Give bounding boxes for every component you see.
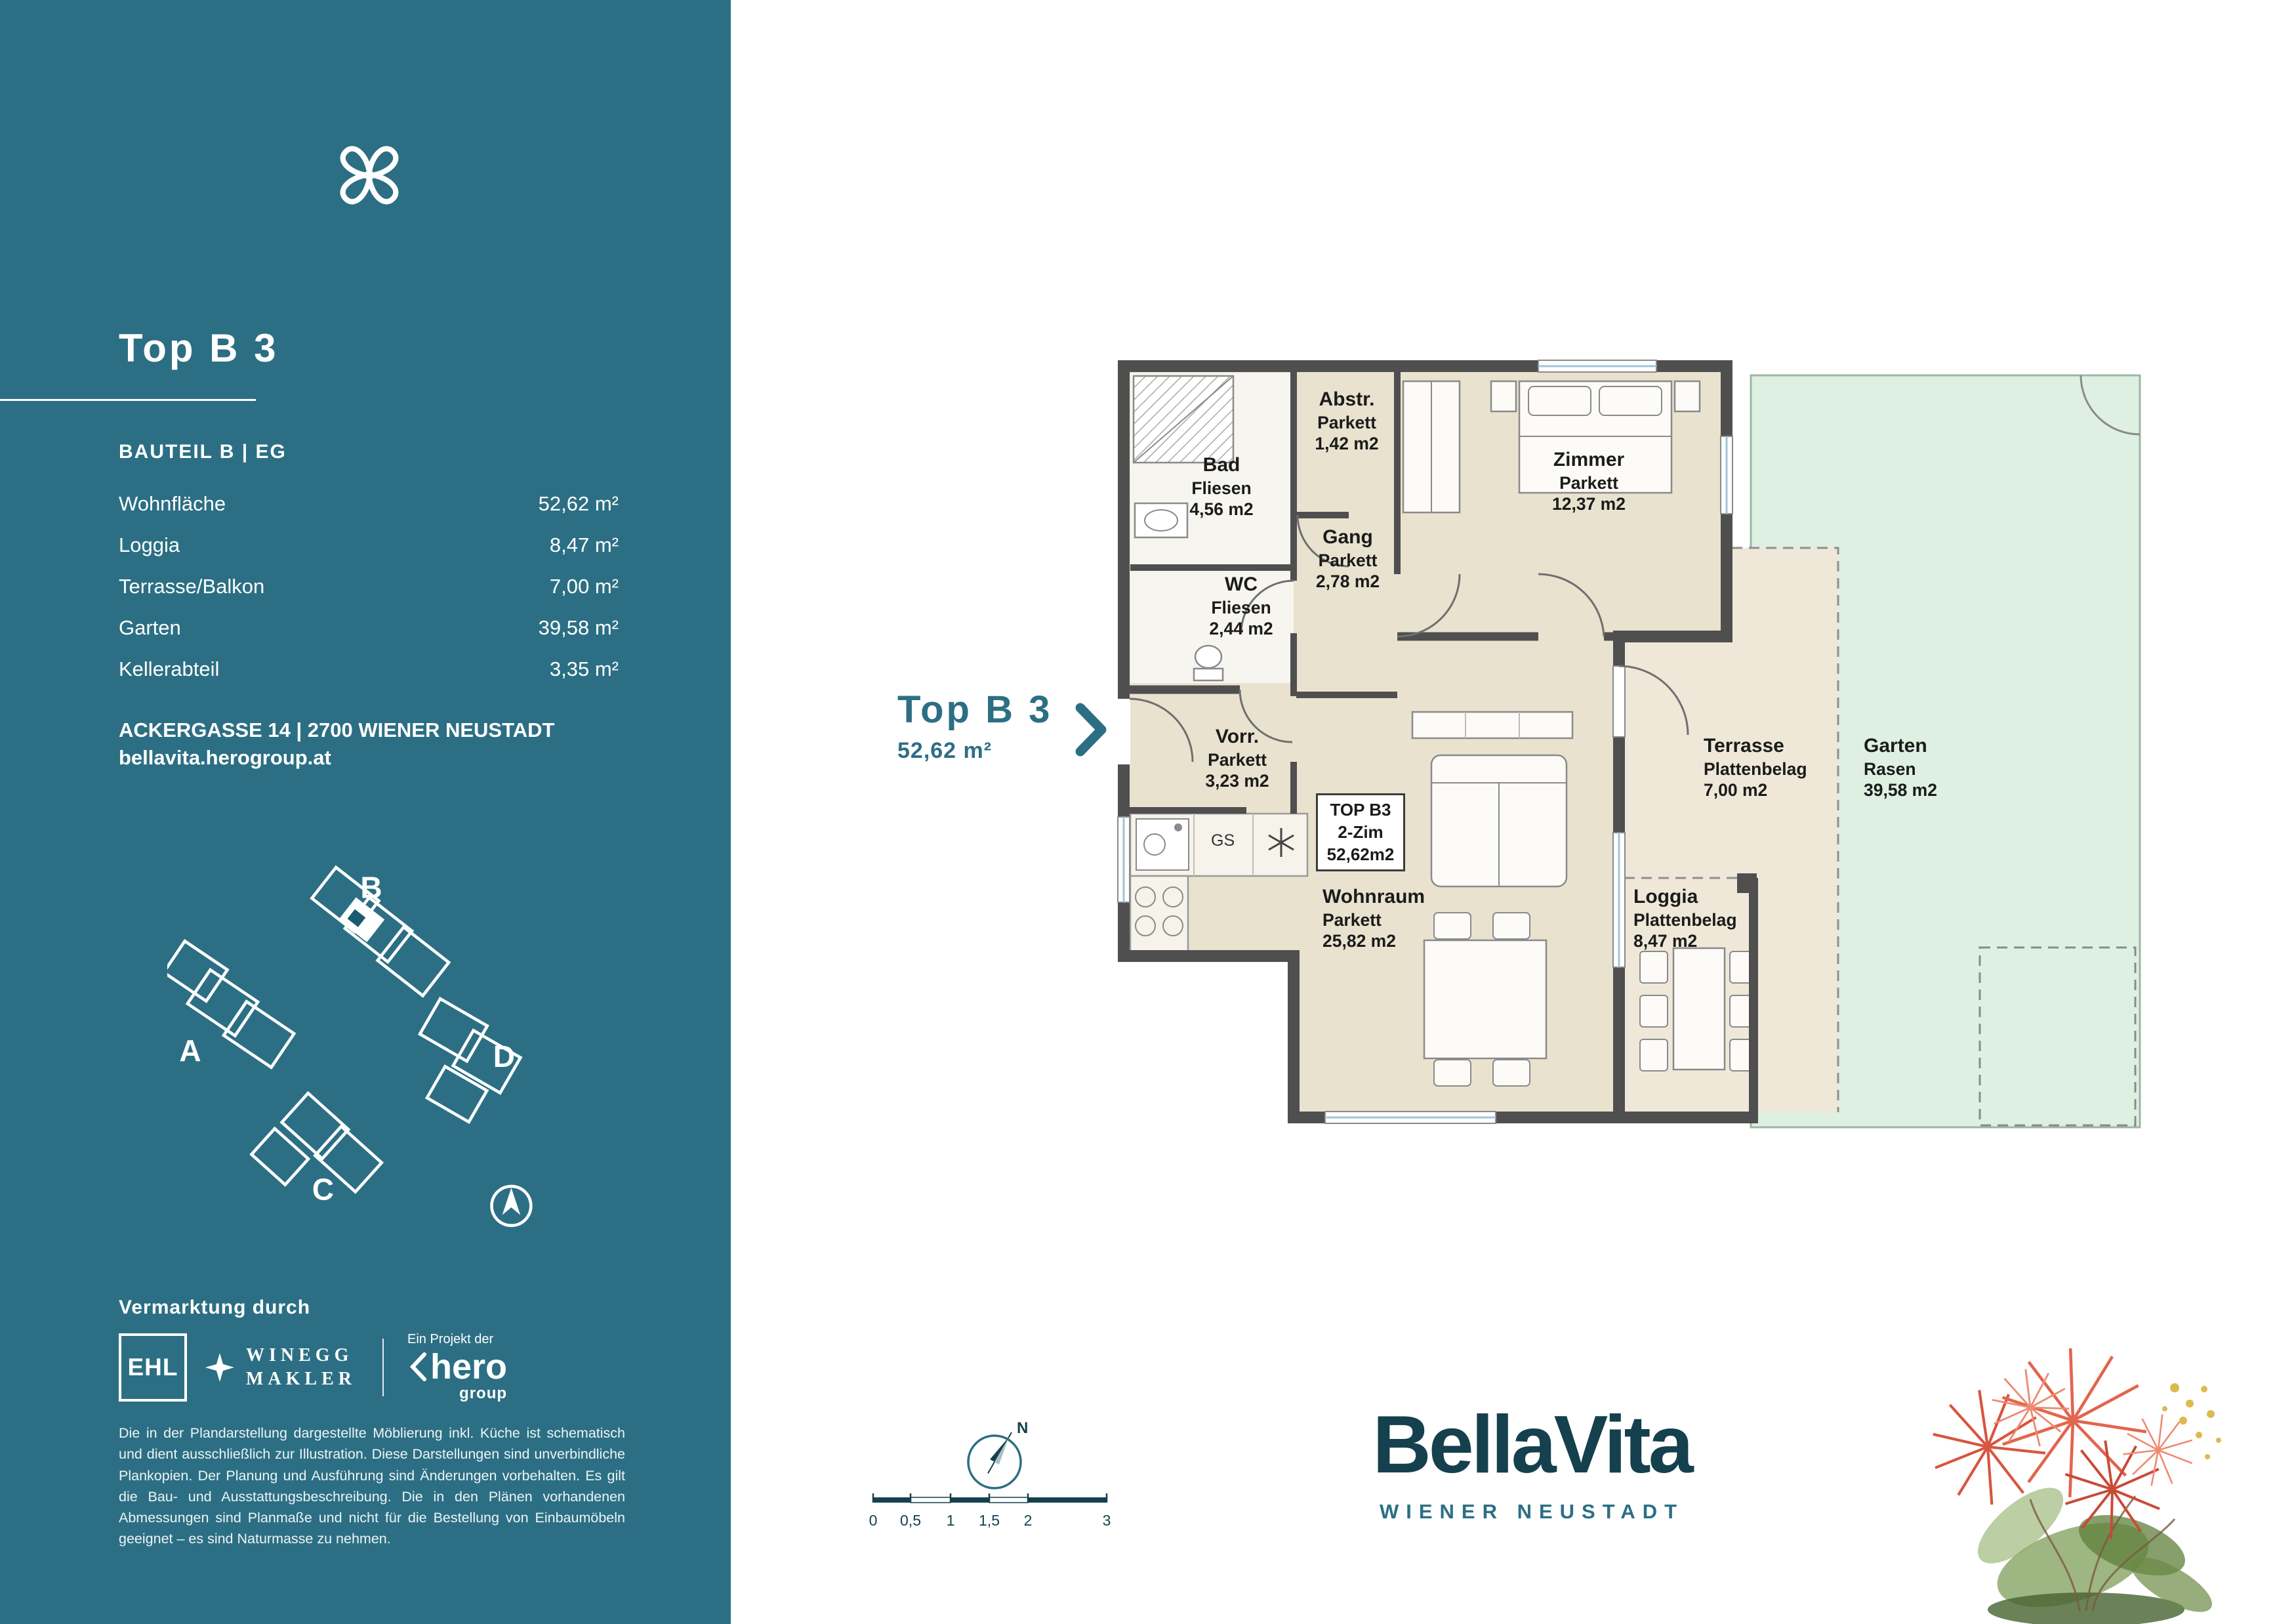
area-value: 3,35 m²	[549, 657, 619, 680]
fridge-asterisk-icon	[1268, 828, 1294, 857]
siteplan-compass-icon	[490, 1184, 533, 1227]
arrow-right-icon	[1075, 703, 1107, 757]
hero-prefix: Ein Projekt der	[407, 1332, 494, 1346]
hero-angle-icon	[409, 1352, 426, 1381]
kitchen-fixtures	[1129, 812, 1309, 961]
door-swings	[1129, 514, 1689, 762]
area-row-terrasse: Terrasse/Balkon 7,00 m²	[119, 566, 619, 607]
room-label-gang: Gang Parkett 2,78 m2	[1315, 526, 1380, 591]
bedroom-furniture	[1402, 380, 1701, 514]
winegg-star-icon	[205, 1353, 234, 1382]
area-label: Wohnfläche	[119, 491, 226, 515]
hero-sub-text: group	[459, 1385, 508, 1402]
area-label: Terrasse/Balkon	[119, 574, 265, 598]
siteplan-label-d: D	[493, 1039, 515, 1073]
room-label-wc: WC Fliesen 2,44 m2	[1209, 573, 1273, 638]
unit-subtitle: BAUTEIL B | EG	[119, 441, 287, 463]
area-label: Garten	[119, 615, 181, 639]
address-line: ACKERGASSE 14 | 2700 WIENER NEUSTADT	[119, 718, 555, 741]
bellavita-logo: BellaVita	[1372, 1400, 1694, 1490]
area-value: 39,58 m²	[538, 615, 619, 639]
wc-fixtures	[1193, 644, 1224, 682]
site-plan: A B C D	[167, 865, 533, 1227]
unit-marker	[347, 909, 366, 927]
room-label-garten: Garten Rasen 39,58 m2	[1864, 735, 1937, 800]
brand-block: BellaVita WIENER NEUSTADT	[1305, 1404, 1758, 1524]
compass-north-label: N	[1017, 1419, 1028, 1437]
scale-tick-1: 1	[946, 1512, 955, 1529]
area-row-keller: Kellerabteil 3,35 m²	[119, 648, 619, 690]
building-cluster-b	[310, 865, 451, 998]
siteplan-label-a: A	[179, 1033, 201, 1068]
scale-bar: 0 0,5 1 1,5 2 3	[869, 1488, 1118, 1537]
interior-walls	[1124, 366, 1619, 814]
building-cluster-d	[417, 996, 523, 1125]
winegg-line1: WINEGG	[246, 1344, 354, 1365]
room-label-vorraum: Vorr. Parkett 3,23 m2	[1205, 726, 1269, 791]
area-value: 7,00 m²	[549, 574, 619, 598]
scale-tick-3: 3	[1102, 1512, 1111, 1529]
siteplan-label-b: B	[360, 871, 382, 905]
callout-title: Top B 3	[897, 688, 1053, 731]
compass-needle	[990, 1436, 1009, 1462]
area-label: Loggia	[119, 533, 180, 556]
dishwasher-label: GS	[1211, 831, 1235, 850]
unit-callout: Top B 3 52,62 m²	[897, 688, 1134, 764]
north-compass: N	[967, 1419, 1028, 1489]
callout-area: 52,62 m²	[897, 738, 993, 763]
scale-tick-0: 0	[869, 1512, 878, 1529]
room-label-loggia: Loggia Plattenbelag 8,47 m2	[1633, 886, 1737, 951]
siteplan-compass-needle	[502, 1188, 521, 1215]
title-underline	[0, 399, 256, 401]
area-row-loggia: Loggia 8,47 m²	[119, 524, 619, 566]
unit-title: Top B 3	[119, 326, 279, 370]
area-row-garten: Garten 39,58 m²	[119, 607, 619, 648]
scale-tick-2: 2	[1023, 1512, 1033, 1529]
building-cluster-c	[249, 1091, 384, 1194]
winegg-logo: WINEGG MAKLER	[205, 1344, 356, 1392]
building-cluster-a	[167, 939, 297, 1070]
room-label-abstellraum: Abstr. Parkett 1,42 m2	[1315, 388, 1379, 453]
area-label: Kellerabteil	[119, 657, 220, 680]
area-row-wohnflaeche: Wohnfläche 52,62 m²	[119, 483, 619, 524]
flower-illustration	[1873, 1348, 2221, 1624]
scale-tick-05: 0,5	[900, 1512, 921, 1529]
floor-plan-drawing	[1117, 360, 2141, 1129]
room-label-zimmer: Zimmer Parkett 12,37 m2	[1552, 449, 1626, 514]
disclaimer-text: Die in der Plandarstellung dargestellte …	[119, 1425, 625, 1547]
ehl-logo: EHL	[119, 1333, 187, 1402]
sidebar: Top B 3 BAUTEIL B | EG Wohnfläche 52,62 …	[0, 0, 731, 1624]
area-table: Wohnfläche 52,62 m² Loggia 8,47 m² Terra…	[119, 483, 619, 690]
flower-dots	[2162, 1383, 2221, 1459]
windows	[1117, 360, 1733, 1124]
hero-group-logo: Ein Projekt der hero group	[407, 1332, 507, 1403]
partner-logos: EHL WINEGG MAKLER Ein Projekt der he	[119, 1331, 507, 1404]
address-block: ACKERGASSE 14 | 2700 WIENER NEUSTADT bel…	[119, 717, 554, 771]
scale-bar-graphic	[872, 1493, 1108, 1503]
room-label-wohnraum: Wohnraum Parkett 25,82 m2	[1322, 886, 1425, 951]
bathroom-fixtures	[1132, 375, 1235, 539]
bellavita-knot-logo-icon	[340, 146, 399, 205]
room-label-terrasse: Terrasse Plattenbelag 7,00 m2	[1704, 735, 1807, 800]
loggia-furniture	[1639, 947, 1758, 1072]
area-value: 52,62 m²	[538, 491, 619, 515]
brand-city: WIENER NEUSTADT	[1379, 1500, 1685, 1523]
scale-tick-15: 1,5	[979, 1512, 1000, 1529]
winegg-line2: MAKLER	[246, 1369, 356, 1389]
logo-divider	[382, 1339, 384, 1396]
living-room-furniture	[1411, 711, 1574, 1087]
room-label-bad: Bad Fliesen 4,56 m2	[1189, 454, 1254, 519]
hero-name-text: hero	[430, 1347, 508, 1386]
siteplan-label-c: C	[312, 1173, 334, 1207]
area-value: 8,47 m²	[549, 533, 619, 556]
ehl-logo-text: EHL	[127, 1354, 178, 1381]
floor-plan: Bad Fliesen 4,56 m2 Abstr. Parkett 1,42 …	[1115, 358, 2145, 1142]
unit-info-box: TOP B3 2-Zim 52,62m2	[1316, 793, 1405, 872]
website-link[interactable]: bellavita.herogroup.at	[119, 745, 331, 769]
marketing-heading: Vermarktung durch	[119, 1297, 311, 1318]
